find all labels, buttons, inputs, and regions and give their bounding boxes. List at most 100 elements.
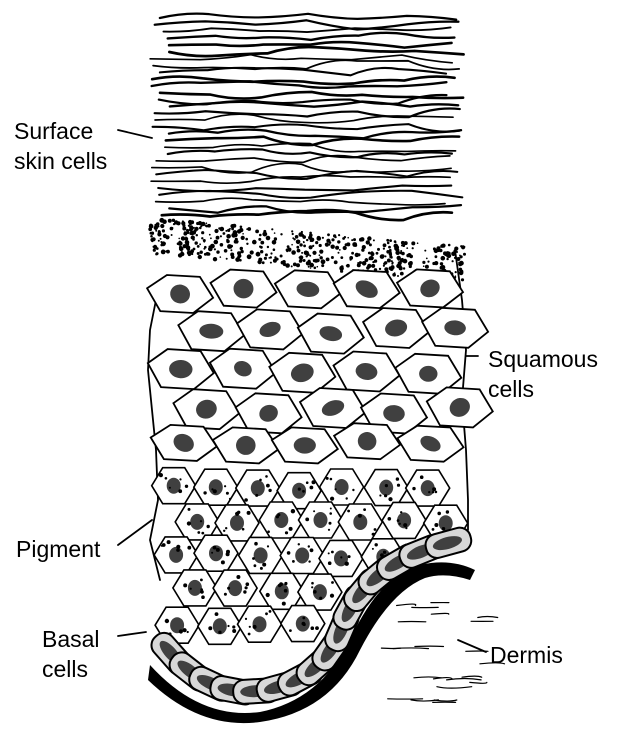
granule	[395, 250, 400, 255]
granule	[214, 229, 218, 233]
pigment-granule	[400, 511, 402, 513]
pigment-granule	[319, 597, 322, 600]
pigment-granule	[282, 602, 286, 606]
pigment-granule	[279, 582, 283, 586]
granule	[240, 226, 243, 229]
pigment-granule	[159, 473, 163, 477]
surface-cell-line	[159, 191, 462, 198]
pigment-granule	[265, 475, 268, 478]
cell-nucleus	[230, 515, 244, 531]
pigment-granule	[167, 540, 171, 544]
granule	[460, 255, 463, 258]
granule	[406, 254, 409, 257]
granule	[328, 244, 330, 246]
pigment-granule	[329, 512, 332, 515]
granule	[262, 232, 267, 237]
pigment-granule	[224, 485, 226, 487]
granule	[188, 253, 191, 256]
pigment-granule	[432, 528, 435, 531]
granule	[401, 252, 405, 256]
granule	[379, 268, 381, 270]
granule	[310, 240, 312, 242]
granule	[226, 234, 231, 239]
granule	[209, 234, 211, 236]
pigment-granule	[310, 486, 314, 490]
dermis-fiber	[434, 700, 457, 701]
granule	[166, 236, 169, 239]
granule	[178, 238, 180, 240]
granule	[153, 249, 156, 252]
granule	[166, 250, 170, 254]
pigment-granule	[289, 629, 292, 632]
granule	[214, 240, 219, 245]
granule	[460, 270, 464, 274]
pigment-granule	[442, 527, 445, 530]
pigment-granule	[397, 484, 400, 487]
granule	[446, 258, 448, 260]
granule	[195, 241, 198, 244]
granule	[262, 261, 265, 264]
cell-nucleus	[190, 514, 204, 530]
pigment-granule	[218, 631, 221, 634]
granule	[292, 237, 294, 239]
granule	[168, 219, 172, 223]
granule	[359, 238, 363, 242]
pigment-granule	[428, 491, 430, 493]
granule	[255, 230, 259, 234]
granule	[334, 261, 337, 264]
granule	[331, 238, 334, 241]
pigment-granule	[229, 498, 231, 500]
pigment-granule	[248, 633, 251, 636]
pigment-granule	[375, 543, 378, 546]
label-surface-skin-cells: Surface skin cells	[14, 116, 107, 176]
squamous-cells	[147, 269, 493, 463]
granule	[303, 259, 306, 262]
granule	[231, 233, 236, 238]
pigment-granule	[312, 480, 316, 484]
pigment-granule	[179, 478, 181, 480]
pigment-granule	[207, 525, 210, 528]
granule	[373, 239, 375, 241]
pigment-granule	[399, 523, 401, 525]
granule	[315, 241, 318, 244]
pigment-granule	[179, 629, 183, 633]
pigment-granule	[200, 588, 203, 591]
granule	[463, 253, 466, 256]
granule	[410, 255, 412, 257]
pigment-granule	[284, 582, 287, 585]
dermis-fiber	[414, 677, 442, 678]
leader-basal	[118, 632, 146, 636]
granule	[346, 242, 350, 246]
granule	[293, 263, 297, 267]
pigment-granule	[201, 532, 204, 535]
granule	[398, 265, 402, 269]
granule	[393, 274, 396, 277]
label-squamous-line2: cells	[488, 374, 598, 404]
granule	[448, 244, 451, 247]
granule	[314, 253, 316, 255]
granule	[322, 237, 324, 239]
granule	[245, 238, 248, 241]
granule	[351, 239, 353, 241]
surface-cell-line	[168, 149, 452, 157]
granule	[273, 248, 276, 251]
dermis-fiber	[462, 676, 482, 677]
granule	[435, 255, 438, 258]
granule	[216, 236, 220, 240]
granule	[158, 240, 160, 242]
granule	[226, 239, 229, 242]
pigment-granule	[388, 497, 392, 501]
surface-cell-line	[168, 33, 455, 40]
pigment-granule	[397, 519, 400, 522]
granule	[230, 245, 233, 248]
label-squamous-line1: Squamous	[488, 344, 598, 374]
granule	[310, 267, 312, 269]
granule	[156, 247, 159, 250]
granule	[452, 260, 454, 262]
granule	[298, 232, 303, 237]
pigment-granule	[203, 491, 206, 494]
granule	[444, 252, 448, 256]
granule	[386, 239, 389, 242]
granule	[308, 266, 310, 268]
granule	[148, 227, 152, 231]
